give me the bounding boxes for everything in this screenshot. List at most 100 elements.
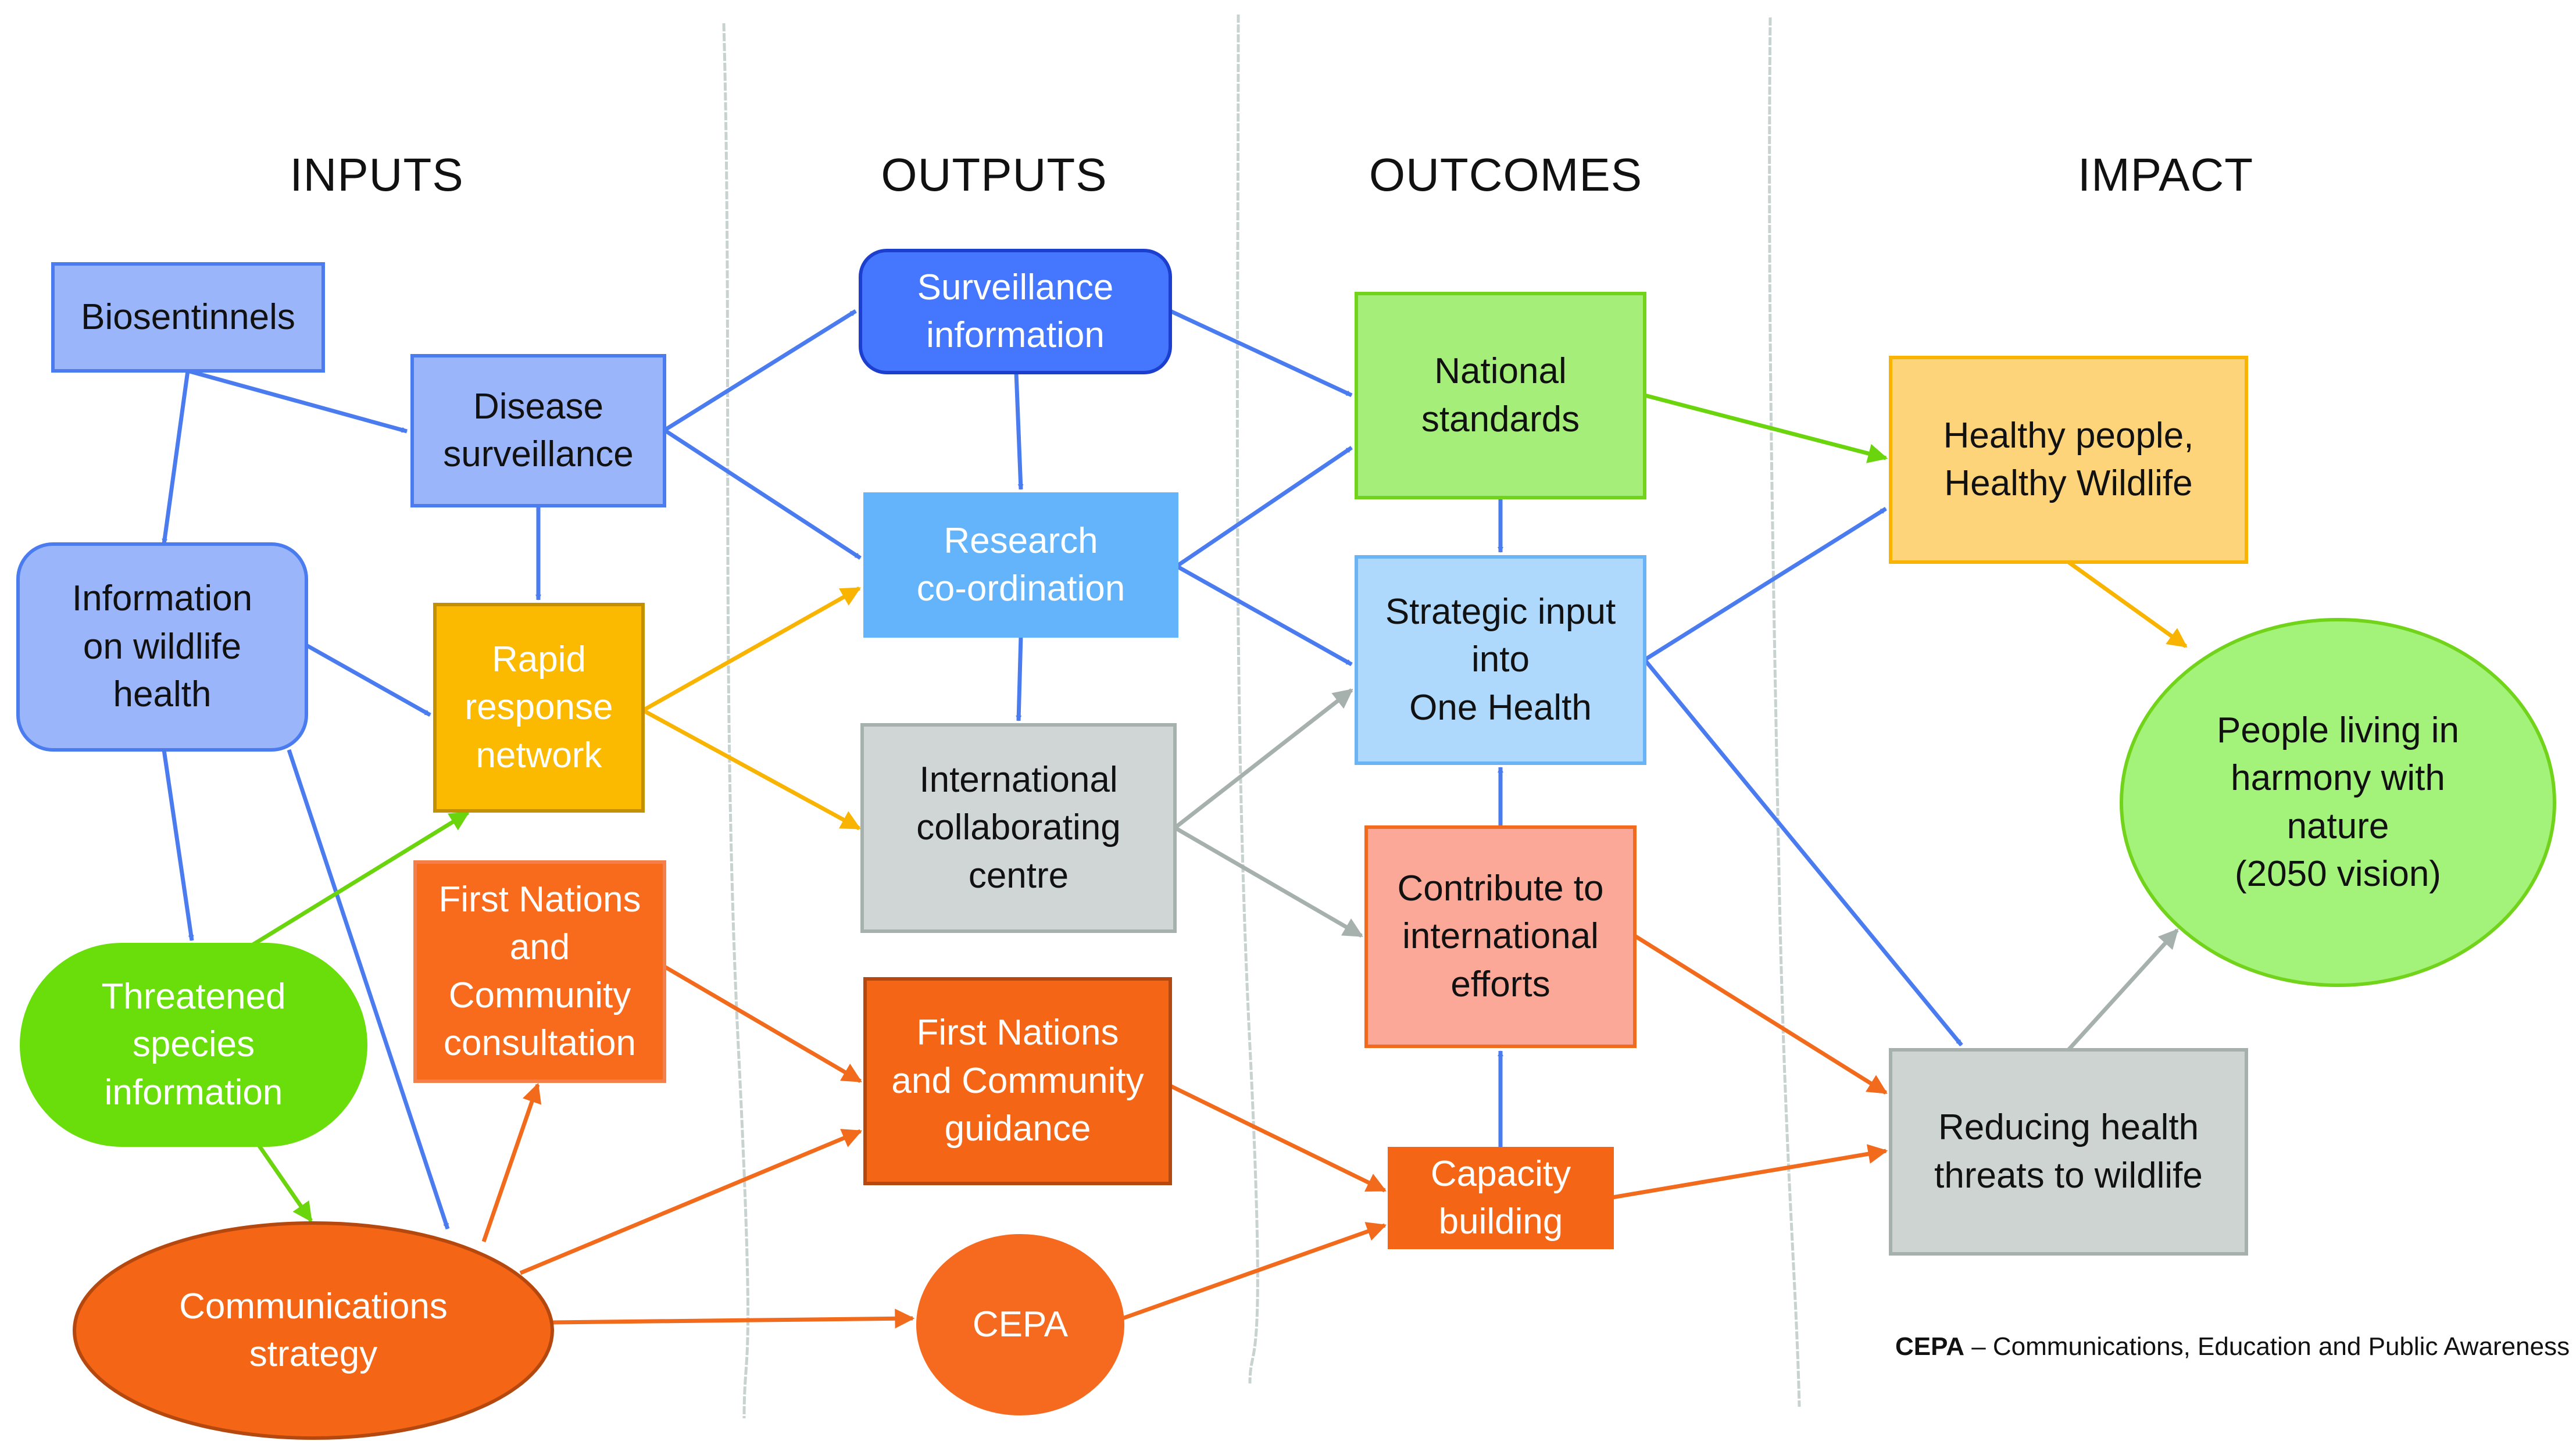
edge-research-coordination-to-strategic-input	[1176, 564, 1353, 667]
node-communications-strategy: Communications strategy	[74, 1223, 552, 1438]
node-first-nations-consultation: First Nations and Community consultation	[415, 862, 664, 1081]
node-capacity-building: Capacity building	[1389, 1149, 1612, 1247]
footnote-separator: –	[1964, 1332, 1993, 1361]
column-dividers	[722, 14, 1801, 1419]
divider-line-2	[1235, 14, 1259, 1384]
node-cepa: CEPA	[918, 1236, 1123, 1414]
column-header-outputs: OUTPUTS	[881, 149, 1107, 201]
node-international-collaborating-centre: International collaborating centre	[862, 725, 1175, 931]
node-label-first-nations-guidance: First Nations and Community guidance	[891, 1013, 1144, 1149]
node-label-threatened-species: Threatened species information	[101, 976, 286, 1113]
node-shape-research-coordination	[863, 492, 1178, 638]
edge-info-wildlife-health-to-communications-strategy	[287, 749, 450, 1230]
node-label-contribute-international: Contribute to international efforts	[1397, 868, 1604, 1004]
edge-disease-surveillance-to-research-coordination	[663, 428, 862, 560]
node-label-disease-surveillance: Disease surveillance	[443, 386, 634, 474]
edge-strategic-input-to-healthy-people	[1644, 507, 1887, 661]
edge-rapid-response-to-research-coordination	[642, 586, 861, 713]
node-shape-surveillance-information	[859, 249, 1172, 374]
edge-rapid-response-to-international-collaborating-centre	[642, 708, 861, 831]
footnote-abbr: CEPA	[1895, 1332, 1964, 1361]
edge-contribute-international-to-reducing-health-threats	[1634, 934, 1888, 1095]
node-biosentinnels: Biosentinnels	[53, 264, 323, 371]
divider-line-3	[1768, 17, 1801, 1407]
node-surveillance-information: Surveillance information	[860, 251, 1170, 373]
node-shape-biosentinnels	[51, 262, 325, 373]
edges-layer	[162, 309, 2188, 1329]
edge-surveillance-information-to-research-coordination	[1014, 372, 1024, 490]
node-label-research-coordination: Research co-ordination	[916, 520, 1126, 609]
node-shape-people-living-harmony	[2120, 618, 2556, 987]
edge-threatened-species-to-communications-strategy	[257, 1144, 313, 1222]
edge-strategic-input-to-reducing-health-threats	[1643, 658, 1963, 1047]
shapes-layer	[16, 249, 2556, 1440]
node-label-biosentinnels: Biosentinnels	[81, 296, 295, 337]
node-label-rapid-response: Rapid response network	[465, 639, 613, 775]
node-shape-contribute-international	[1364, 825, 1637, 1048]
node-shape-healthy-people	[1889, 356, 2248, 564]
node-first-nations-guidance: First Nations and Community guidance	[865, 979, 1170, 1183]
node-shape-national-standards	[1355, 292, 1646, 499]
node-research-coordination: Research co-ordination	[865, 494, 1177, 636]
node-label-strategic-input: Strategic input into One Health	[1385, 591, 1616, 728]
node-disease-surveillance: Disease surveillance	[412, 356, 664, 506]
node-shape-capacity-building	[1388, 1147, 1614, 1249]
node-shape-disease-surveillance	[410, 354, 666, 507]
edge-international-collaborating-centre-to-contribute-international	[1174, 825, 1363, 938]
divider-line-1	[722, 23, 750, 1419]
node-shape-communications-strategy	[73, 1221, 554, 1440]
edge-reducing-health-threats-to-people-living-harmony	[2067, 928, 2179, 1052]
node-shape-rapid-response	[433, 603, 645, 813]
edge-national-standards-to-healthy-people	[1644, 393, 1888, 463]
node-label-people-living-harmony: People living in harmony with nature (20…	[2216, 710, 2460, 894]
node-label-info-wildlife-health: Information on wildlife health	[72, 578, 253, 715]
node-label-cepa: CEPA	[972, 1304, 1069, 1345]
node-label-surveillance-information: Surveillance information	[917, 267, 1114, 355]
edge-healthy-people-to-people-living-harmony	[2067, 560, 2188, 648]
edge-disease-surveillance-to-surveillance-information	[663, 309, 857, 432]
edge-threatened-species-to-rapid-response	[252, 811, 470, 946]
node-label-national-standards: National standards	[1421, 351, 1580, 439]
column-header-outcomes: OUTCOMES	[1369, 149, 1643, 201]
edge-communications-strategy-to-first-nations-guidance	[519, 1129, 863, 1275]
node-info-wildlife-health: Information on wildlife health	[18, 544, 306, 750]
node-shape-international-collaborating-centre	[860, 723, 1177, 933]
node-label-international-collaborating-centre: International collaborating centre	[916, 759, 1121, 896]
node-people-living-harmony: People living in harmony with nature (20…	[2121, 620, 2554, 985]
edge-first-nations-guidance-to-capacity-building	[1169, 1084, 1387, 1193]
node-shape-threatened-species	[20, 943, 367, 1147]
column-header-impact: IMPACT	[2077, 149, 2254, 201]
footnote-text: Communications, Education and Public Awa…	[1992, 1332, 2570, 1361]
edge-research-coordination-to-national-standards	[1176, 446, 1353, 568]
node-shape-cepa	[916, 1234, 1124, 1415]
node-label-first-nations-consultation: First Nations and Community consultation	[438, 879, 641, 1063]
edge-biosentinnels-to-disease-surveillance	[187, 369, 408, 434]
edge-surveillance-information-to-national-standards	[1169, 309, 1353, 398]
node-label-healthy-people: Healthy people, Healthy Wildlife	[1943, 415, 2194, 503]
node-label-communications-strategy: Communications strategy	[179, 1286, 448, 1374]
node-shape-reducing-health-threats	[1889, 1048, 2248, 1256]
edge-communications-strategy-to-cepa	[552, 1308, 915, 1329]
node-rapid-response: Rapid response network	[435, 605, 643, 811]
node-shape-info-wildlife-health	[16, 542, 308, 752]
edge-info-wildlife-health-to-rapid-response	[305, 643, 431, 717]
node-reducing-health-threats: Reducing health threats to wildlife	[1891, 1050, 2246, 1254]
edge-cepa-to-capacity-building	[1121, 1222, 1387, 1321]
node-threatened-species: Threatened species information	[22, 945, 366, 1145]
edge-first-nations-consultation-to-first-nations-guidance	[663, 964, 862, 1084]
edge-communications-strategy-to-first-nations-consultation	[481, 1082, 542, 1243]
node-label-reducing-health-threats: Reducing health threats to wildlife	[1934, 1107, 2203, 1196]
edge-international-collaborating-centre-to-strategic-input	[1173, 688, 1353, 829]
node-strategic-input: Strategic input into One Health	[1356, 557, 1645, 763]
node-shape-first-nations-consultation	[413, 860, 666, 1083]
node-shape-strategic-input	[1355, 555, 1646, 765]
node-shape-first-nations-guidance	[863, 977, 1172, 1185]
node-national-standards: National standards	[1356, 294, 1645, 498]
edge-biosentinnels-to-info-wildlife-health	[162, 370, 190, 545]
edge-research-coordination-to-international-collaborating-centre	[1016, 635, 1023, 721]
edge-info-wildlife-health-to-threatened-species	[162, 749, 194, 941]
edge-capacity-building-to-reducing-health-threats	[1612, 1144, 1888, 1200]
node-label-capacity-building: Capacity building	[1430, 1153, 1571, 1242]
node-contribute-international: Contribute to international efforts	[1366, 827, 1635, 1046]
